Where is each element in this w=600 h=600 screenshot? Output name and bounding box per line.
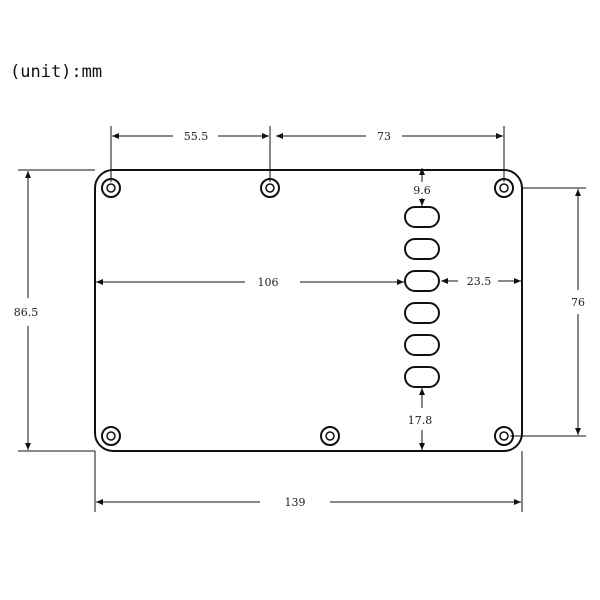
label-inner-width: 106 [258, 276, 279, 289]
label-slot-bottom-offset: 17.8 [408, 414, 433, 427]
plate-outline [94, 169, 523, 452]
mounting-holes [101, 178, 514, 446]
label-overall-height: 86.5 [14, 306, 39, 319]
extension-lines [18, 126, 586, 512]
dimension-lines [25, 133, 581, 505]
label-slot-side-offset: 23.5 [467, 275, 492, 288]
label-overall-width: 139 [285, 496, 306, 509]
dimension-labels: 55.5 73 9.6 106 23.5 86.5 76 17.8 139 [14, 130, 585, 509]
label-top-right-span: 73 [377, 130, 391, 143]
mounting-hole-bottom-left [101, 426, 121, 446]
label-hole-span-height: 76 [571, 296, 585, 309]
string-slots [404, 206, 440, 388]
string-slot [404, 334, 440, 356]
label-slot-top-offset: 9.6 [413, 184, 431, 197]
string-slot [404, 366, 440, 388]
mounting-hole-bottom-middle [320, 426, 340, 446]
string-slot [404, 206, 440, 228]
string-slot [404, 302, 440, 324]
string-slot [404, 270, 440, 292]
label-top-left-span: 55.5 [184, 130, 209, 143]
unit-label: (unit):mm [10, 62, 103, 82]
string-slot [404, 238, 440, 260]
